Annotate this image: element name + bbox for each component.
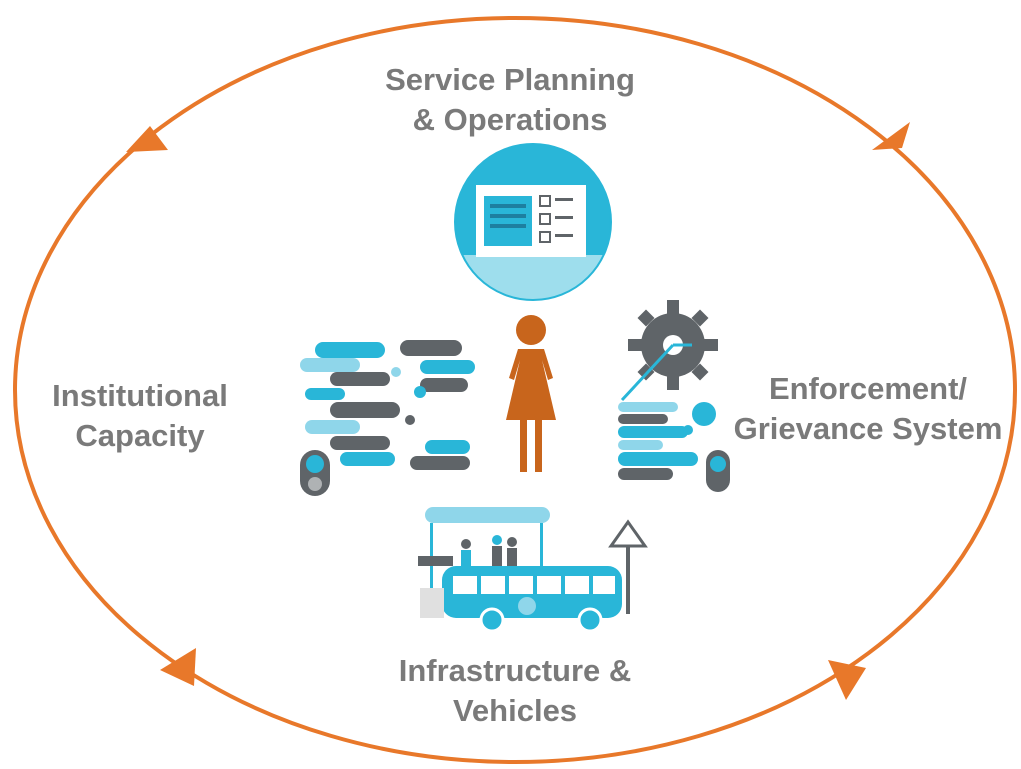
node-label-line: & Operations bbox=[412, 102, 608, 137]
cycle-arrow-top-left bbox=[126, 126, 168, 152]
node-label-line: Service Planning bbox=[385, 62, 635, 97]
node-label-infrastructure: Infrastructure & Vehicles bbox=[355, 651, 675, 731]
node-label-line: Vehicles bbox=[452, 693, 578, 728]
network-capacity-icon bbox=[300, 340, 475, 496]
cycle-arrow-bottom-left bbox=[160, 648, 196, 686]
node-label-service-planning: Service Planning & Operations bbox=[340, 60, 680, 140]
node-label-line: Grievance System bbox=[733, 411, 1003, 446]
cycle-ring bbox=[13, 16, 1017, 764]
cycle-arrow-top-right bbox=[872, 122, 910, 150]
bus-icon bbox=[418, 507, 648, 633]
node-label-enforcement: Enforcement/ Grievance System bbox=[715, 369, 1021, 449]
gear-icon bbox=[618, 300, 730, 492]
node-label-institutional-capacity: Institutional Capacity bbox=[20, 376, 260, 456]
node-label-line: Infrastructure & bbox=[398, 653, 632, 688]
cycle-arrow-bottom-right bbox=[828, 660, 866, 700]
woman-icon bbox=[506, 315, 556, 472]
node-label-line: Institutional bbox=[52, 378, 228, 413]
node-label-line: Enforcement/ bbox=[768, 371, 968, 406]
node-label-line: Capacity bbox=[75, 418, 205, 453]
planning-document-icon bbox=[454, 143, 615, 303]
